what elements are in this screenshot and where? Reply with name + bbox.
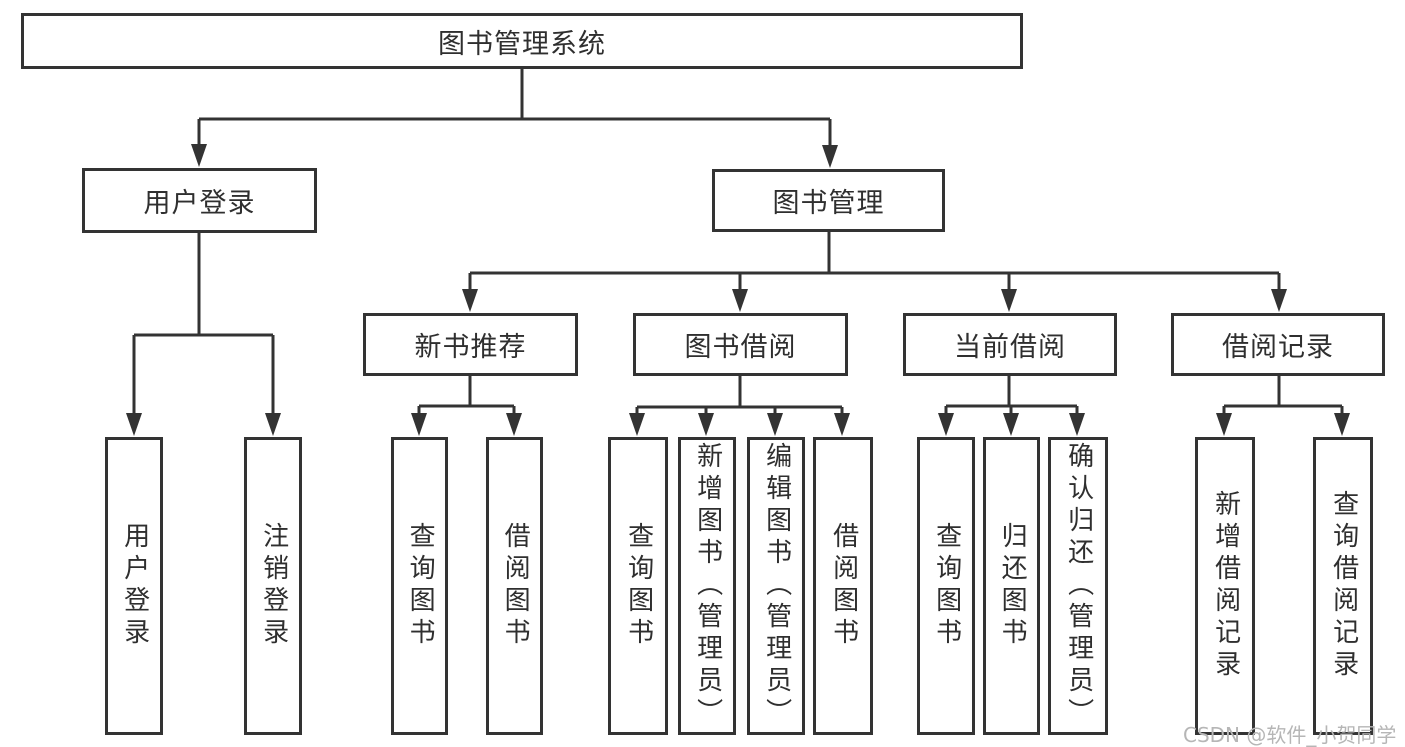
csdn-watermark: CSDN @软件_小贺同学 bbox=[1183, 723, 1397, 747]
leaf-records-query-record: 查询借阅记录 bbox=[1313, 437, 1373, 735]
leaf-borrowing-add-books-admin: 新增图书（管理员） bbox=[678, 437, 736, 735]
node-new-book-recommend: 新书推荐 bbox=[363, 313, 578, 376]
arrow-down-icon bbox=[767, 413, 783, 436]
arrow-down-icon bbox=[822, 145, 838, 168]
leaf-logout: 注销登录 bbox=[244, 437, 302, 735]
node-borrowing-records: 借阅记录 bbox=[1171, 313, 1385, 376]
leaf-current-return-books: 归还图书 bbox=[983, 437, 1040, 735]
edge-userlogin-to-leaves bbox=[132, 233, 275, 416]
arrow-down-icon bbox=[732, 289, 748, 312]
arrow-down-icon bbox=[938, 413, 954, 436]
edge-records-to-leaves bbox=[1222, 376, 1344, 416]
arrow-down-icon bbox=[1001, 289, 1017, 312]
arrow-down-icon bbox=[629, 413, 645, 436]
arrow-down-icon bbox=[1216, 413, 1232, 436]
arrow-down-icon bbox=[191, 144, 207, 167]
leaf-newbooks-query-books: 查询图书 bbox=[391, 437, 448, 735]
arrow-down-icon bbox=[1271, 289, 1287, 312]
node-current-borrowing: 当前借阅 bbox=[903, 313, 1117, 376]
arrow-down-icon bbox=[834, 413, 850, 436]
edge-borrowing-to-leaves bbox=[635, 376, 844, 416]
arrow-down-icon bbox=[411, 413, 427, 436]
arrowhead-icons bbox=[126, 144, 1350, 436]
edge-root-to-level2 bbox=[197, 69, 832, 147]
node-user-login: 用户登录 bbox=[82, 168, 317, 233]
arrow-down-icon bbox=[1334, 413, 1350, 436]
leaf-borrowing-query-books: 查询图书 bbox=[608, 437, 668, 735]
edge-bookmgmt-to-level3 bbox=[468, 232, 1281, 292]
tree-edges bbox=[132, 69, 1344, 416]
arrow-down-icon bbox=[506, 413, 522, 436]
edge-current-to-leaves bbox=[944, 376, 1079, 416]
edge-newbooks-to-leaves bbox=[417, 376, 516, 416]
leaf-current-confirm-return-admin: 确认归还（管理员） bbox=[1048, 437, 1108, 735]
leaf-current-query-books: 查询图书 bbox=[917, 437, 975, 735]
arrow-down-icon bbox=[265, 413, 281, 436]
leaf-borrowing-edit-books-admin: 编辑图书（管理员） bbox=[747, 437, 805, 735]
leaf-borrowing-borrow-books: 借阅图书 bbox=[813, 437, 873, 735]
node-book-management: 图书管理 bbox=[712, 169, 945, 232]
arrow-down-icon bbox=[1003, 413, 1019, 436]
arrow-down-icon bbox=[698, 413, 714, 436]
arrow-down-icon bbox=[462, 289, 478, 312]
leaf-records-add-record: 新增借阅记录 bbox=[1195, 437, 1255, 735]
arrow-down-icon bbox=[126, 413, 142, 436]
leaf-user-login: 用户登录 bbox=[105, 437, 163, 735]
node-root: 图书管理系统 bbox=[21, 13, 1023, 69]
arrow-down-icon bbox=[1069, 413, 1085, 436]
leaf-newbooks-borrow-books: 借阅图书 bbox=[486, 437, 543, 735]
node-book-borrowing: 图书借阅 bbox=[633, 313, 848, 376]
